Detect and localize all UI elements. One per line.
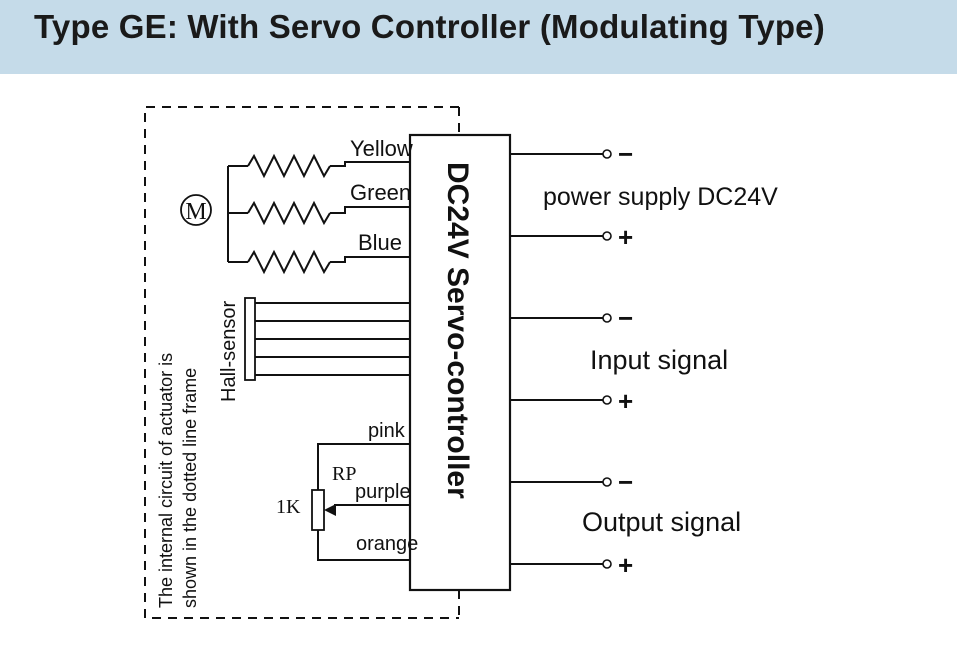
power-plus-sign: +: [618, 222, 633, 252]
label-rp: RP: [332, 463, 356, 485]
motor-symbol: M: [185, 199, 206, 225]
servo-controller-box: [408, 133, 512, 592]
wire-orange: [317, 530, 410, 561]
input-plus-sign: +: [618, 386, 633, 416]
label-blue: Blue: [358, 230, 402, 255]
output-signal-label: Output signal: [582, 507, 741, 537]
frame-note-line2: shown in the dotted line frame: [180, 368, 200, 608]
label-pink: pink: [368, 420, 406, 442]
page-title: Type GE: With Servo Controller (Modulati…: [34, 8, 825, 45]
output-minus-sign: −: [618, 467, 633, 497]
power-supply-label: power supply DC24V: [543, 183, 778, 211]
power-minus-sign: −: [618, 139, 633, 169]
frame-note-line1: The internal circuit of actuator is: [156, 353, 176, 608]
dotted-frame: [144, 106, 459, 619]
terminal-power-plus: [602, 231, 612, 241]
output-plus-sign: +: [618, 550, 633, 580]
title-banner: Type GE: With Servo Controller (Modulati…: [0, 0, 957, 74]
wire-green: [330, 206, 410, 214]
label-green: Green: [350, 180, 411, 205]
terminal-power-minus: [602, 149, 612, 159]
input-signal-label: Input signal: [590, 345, 728, 375]
resistor-yellow: [247, 153, 331, 179]
motor-circle: [180, 194, 212, 226]
wire-blue: [330, 256, 410, 263]
terminal-input-minus: [602, 313, 612, 323]
wiper-arrow-icon: [324, 504, 336, 516]
resistor-blue: [247, 249, 331, 275]
wire-pink: [317, 443, 410, 490]
input-minus-sign: −: [618, 303, 633, 333]
hall-sensor-label: Hall-sensor: [218, 301, 240, 402]
wire-purple: [328, 504, 410, 511]
terminal-output-minus: [602, 477, 612, 487]
potentiometer-rp: [311, 489, 325, 531]
resistor-green: [247, 200, 331, 226]
hall-sensor-connector: [244, 297, 256, 381]
terminal-input-plus: [602, 395, 612, 405]
label-purple: purple: [355, 481, 411, 503]
wire-yellow: [330, 161, 410, 167]
controller-label: DC24V Servo-controller: [441, 162, 474, 499]
label-orange: orange: [356, 533, 418, 555]
label-1k: 1K: [276, 496, 301, 518]
terminal-output-plus: [602, 559, 612, 569]
label-yellow: Yellow: [350, 136, 413, 161]
